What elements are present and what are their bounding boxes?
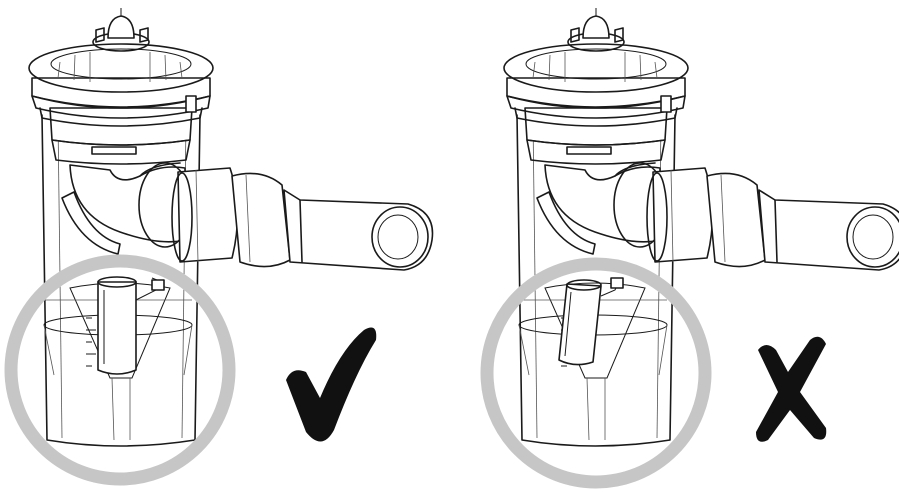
cross-icon	[756, 336, 827, 442]
panel-correct	[4, 7, 434, 486]
highlight-circle-correct	[4, 254, 236, 486]
nebulizer-illustration-correct	[28, 7, 434, 447]
baffle-tube-tilted	[558, 277, 624, 366]
panel-incorrect	[480, 7, 899, 489]
highlight-circle-incorrect	[480, 257, 712, 489]
checkmark-icon	[286, 327, 377, 442]
nebulizer-illustration-incorrect	[503, 7, 899, 447]
baffle-tube-upright	[97, 276, 165, 375]
